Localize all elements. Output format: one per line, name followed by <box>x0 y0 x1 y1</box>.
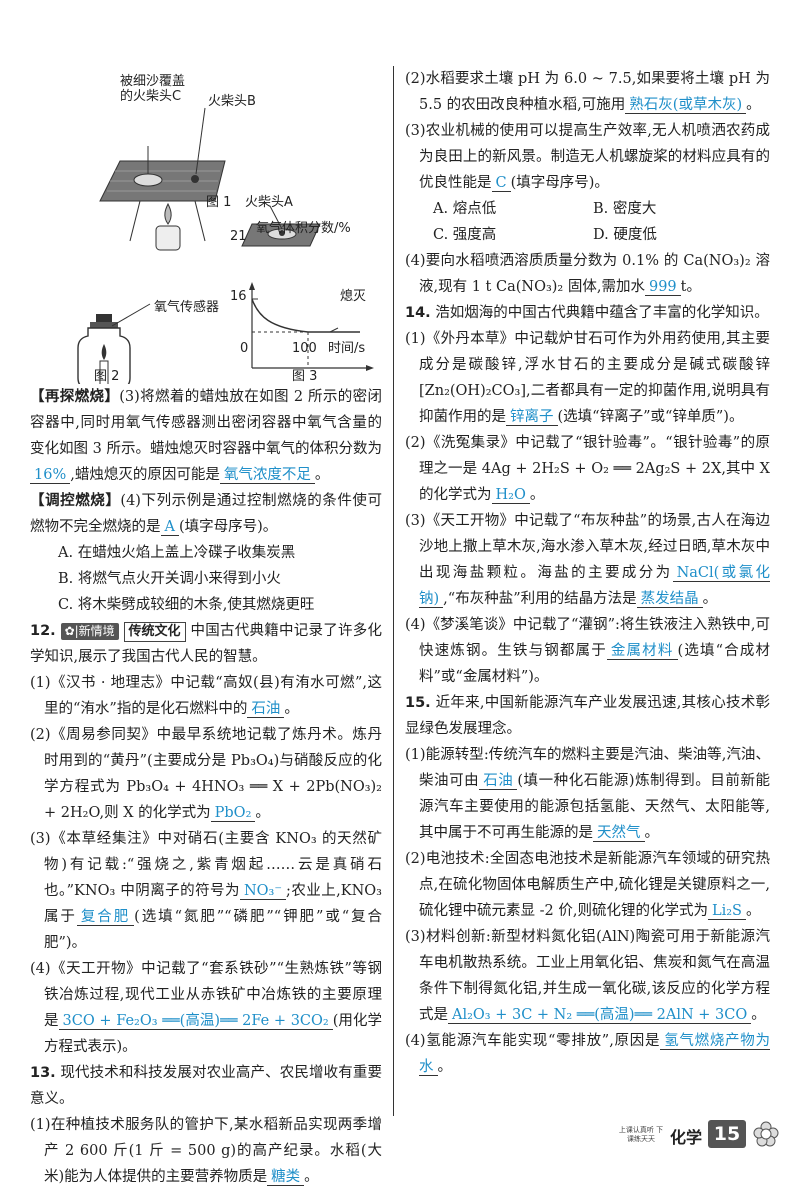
q11-4-option-a: A. 在蜡烛火焰上盖上冷碟子收集炭黑 <box>58 545 296 561</box>
answer-blank: Li₂S <box>707 903 746 920</box>
answer-blank: 石油 <box>479 773 518 790</box>
answer-blank: PbO₂ <box>210 805 256 822</box>
match-a-icon <box>279 230 285 236</box>
fig1-label-b: 火柴头B <box>208 94 256 109</box>
fig3-tick-100: 100 <box>292 341 317 356</box>
culture-tag: 传统文化 <box>123 622 186 642</box>
q12-3: (3)《本草经集注》中对硝石(主要含 KNO₃ 的天然矿物)有记载:“强烧之,紫… <box>30 831 383 951</box>
question-number: 12. <box>30 623 56 639</box>
answer-blank: 天然气 <box>593 825 645 842</box>
q12-1: (1)《汉书 · 地理志》中记载“高奴(县)有洧水可燃”,这里的“洧水”指的是化… <box>30 675 382 718</box>
footer-subject: 化学 <box>670 1128 703 1147</box>
fig1-label-c: 被细沙覆盖的火柴头C <box>120 74 186 104</box>
answer-blank: H₂O <box>491 487 530 504</box>
answer-blank: NaCl(或氯化钠) <box>419 565 770 608</box>
flower-badge-icon <box>753 1121 779 1147</box>
q15-2: (2)电池技术:全固态电池技术是新能源汽车领域的研究热点,在硫化物固体电解质生产… <box>405 851 770 920</box>
fig3-caption: 图 3 <box>292 369 318 384</box>
figures: 被细沙覆盖的火柴头C 火柴头B 火柴头A 图 1 氧气传感器 图 2 氧气体积分… <box>30 66 382 384</box>
q11-3: 【再探燃烧】(3)将燃着的蜡烛放在如图 2 所示的密闭容器中,同时用氧气传感器测… <box>30 388 383 484</box>
answer-blank: C <box>491 175 511 192</box>
fig3-tick-16: 16 <box>230 289 247 304</box>
q13-3-option-c: C. 强度高 <box>433 227 497 243</box>
alcohol-lamp-icon <box>155 225 181 251</box>
answer-blank: 3CO + Fe₂O₃ ══(高温)══ 2Fe + 3CO₂ <box>58 1013 333 1030</box>
q14-4: (4)《梦溪笔谈》中记载了“灌钢”:将生铁液注入熟铁中,可快速炼钢。生铁与钢都属… <box>405 617 771 685</box>
page-number: 15 <box>708 1120 746 1148</box>
q12-stem: 12. ✿|新情境 传统文化 中国古代典籍中记录了许多化学知识,展示了我国古代人… <box>30 622 383 665</box>
q14-stem: 14. 浩如烟海的中国古代典籍中蕴含了丰富的化学知识。 <box>405 305 769 321</box>
q13-4: (4)要向水稻喷洒溶质质量分数为 0.1% 的 Ca(NO₃)₂ 溶液,现有 1… <box>405 253 770 296</box>
question-number: 15. <box>405 695 431 711</box>
answer-blank: 999 <box>644 279 681 296</box>
fig3-tick-21: 21 <box>230 229 247 244</box>
q15-4: (4)氢能源汽车能实现“零排放”,原因是氢气燃烧产物为水。 <box>405 1033 770 1076</box>
q13-1: (1)在种植技术服务队的管护下,某水稻新品实现两季增产 2 600 斤(1 斤 … <box>30 1117 382 1186</box>
question-number: 13. <box>30 1065 56 1081</box>
fig1-label-a: 火柴头A <box>245 195 293 210</box>
q13-3-option-b: B. 密度大 <box>593 201 657 217</box>
candle-icon <box>99 360 109 384</box>
answer-blank: 蒸发结晶 <box>636 591 703 608</box>
flame-icon <box>164 202 172 225</box>
q13-3-options-row-1: A. 熔点低 B. 密度大 <box>405 196 770 222</box>
q13-3-options-row-2: C. 强度高 D. 硬度低 <box>405 222 770 248</box>
q15-1: (1)能源转型:传统汽车的燃料主要是汽油、柴油等,汽油、柴油可由石油(填一种化石… <box>405 747 771 842</box>
figure-2 <box>77 303 151 384</box>
answer-blank: Al₂O₃ + 3C + N₂ ══(高温)══ 2AlN + 3CO <box>448 1007 752 1024</box>
q11-4-option-c: C. 将木柴劈成较细的木条,使其燃烧更旺 <box>58 597 315 613</box>
answer-blank: 复合肥 <box>76 909 135 926</box>
q14-1: (1)《外丹本草》中记载炉甘石可作为外用药使用,其主要成分是碳酸锌,浮水甘石的主… <box>405 331 770 426</box>
answer-blank: 氢气燃烧产物为水 <box>419 1033 770 1076</box>
fig1-caption: 图 1 <box>206 195 232 210</box>
q13-3-option-d: D. 硬度低 <box>593 227 657 243</box>
q13-3-option-a: A. 熔点低 <box>433 201 497 217</box>
answer-blank: 熟石灰(或草木灰) <box>625 97 747 114</box>
q13-2: (2)水稻要求土壤 pH 为 6.0 ~ 7.5,如果要将土壤 pH 为 5.5… <box>405 71 770 114</box>
column-divider <box>393 66 394 1116</box>
q15-stem: 15. 近年来,中国新能源汽车产业发展迅速,其核心技术彰显绿色发展理念。 <box>405 695 771 737</box>
fig3-xlabel: 时间/s <box>328 341 366 356</box>
q12-4: (4)《天工开物》中记载了“套系铁砂”“生熟炼铁”等钢铁冶炼过程,现代工业从赤铁… <box>30 961 382 1055</box>
q15-3: (3)材料创新:新型材料氮化铝(AlN)陶瓷可用于新能源汽车电机散热系统。工业上… <box>405 929 770 1024</box>
answer-blank: 16% <box>30 467 71 484</box>
fig2-caption: 图 2 <box>94 369 120 384</box>
question-number: 14. <box>405 305 431 321</box>
q14-2: (2)《洗冤集录》中记载了“银针验毒”。“银针验毒”的原理之一是 4Ag + 2… <box>405 435 770 504</box>
experiment-figures <box>77 107 374 384</box>
answer-blank: 锌离子 <box>506 409 558 426</box>
q14-3: (3)《天工开物》中记载了“布灰种盐”的场景,古人在海边沙地上撒上草木灰,海水渗… <box>405 513 770 608</box>
answer-blank: 氧气浓度不足 <box>219 467 315 484</box>
left-column: 被细沙覆盖的火柴头C 火柴头B 火柴头A 图 1 氧气传感器 图 2 氧气体积分… <box>30 66 382 1190</box>
q11-4-option-b: B. 将燃气点火开关调小来得到小火 <box>58 571 281 587</box>
fig3-tick-0: 0 <box>240 341 249 356</box>
new-context-tag: ✿|新情境 <box>60 623 119 640</box>
q13-stem: 13. 现代技术和科技发展对农业高产、农民增收有重要意义。 <box>30 1065 383 1107</box>
sand-covered-match-c-icon <box>133 173 163 187</box>
fig2-sensor-label: 氧气传感器 <box>154 300 220 315</box>
footer-slogan: 上课认真听 下课练天天 <box>618 1126 664 1143</box>
answer-blank: 糖类 <box>267 1169 305 1186</box>
figure-3-chart <box>249 282 374 371</box>
answer-blank: A <box>160 519 179 536</box>
fig3-annotation: 熄灭 <box>340 289 367 304</box>
right-column: (2)水稻要求土壤 pH 为 6.0 ~ 7.5,如果要将土壤 pH 为 5.5… <box>405 66 770 1080</box>
answer-blank: 石油 <box>247 701 285 718</box>
answer-blank: NO₃⁻ <box>239 883 286 900</box>
answer-blank: 金属材料 <box>606 643 678 660</box>
q13-3: (3)农业机械的使用可以提高生产效率,无人机喷洒农药成为良田上的新风景。制造无人… <box>405 123 770 192</box>
page-footer: 上课认真听 下课练天天 化学 15 <box>616 1120 786 1154</box>
fig3-ylabel: 氧气体积分数/% <box>256 221 351 236</box>
q12-2: (2)《周易参同契》中最早系统地记载了炼丹术。炼丹时用到的“黄丹”(主要成分是 … <box>30 727 382 822</box>
match-b-icon <box>191 175 199 183</box>
oxygen-curve <box>251 298 360 333</box>
figure-1 <box>99 107 321 251</box>
